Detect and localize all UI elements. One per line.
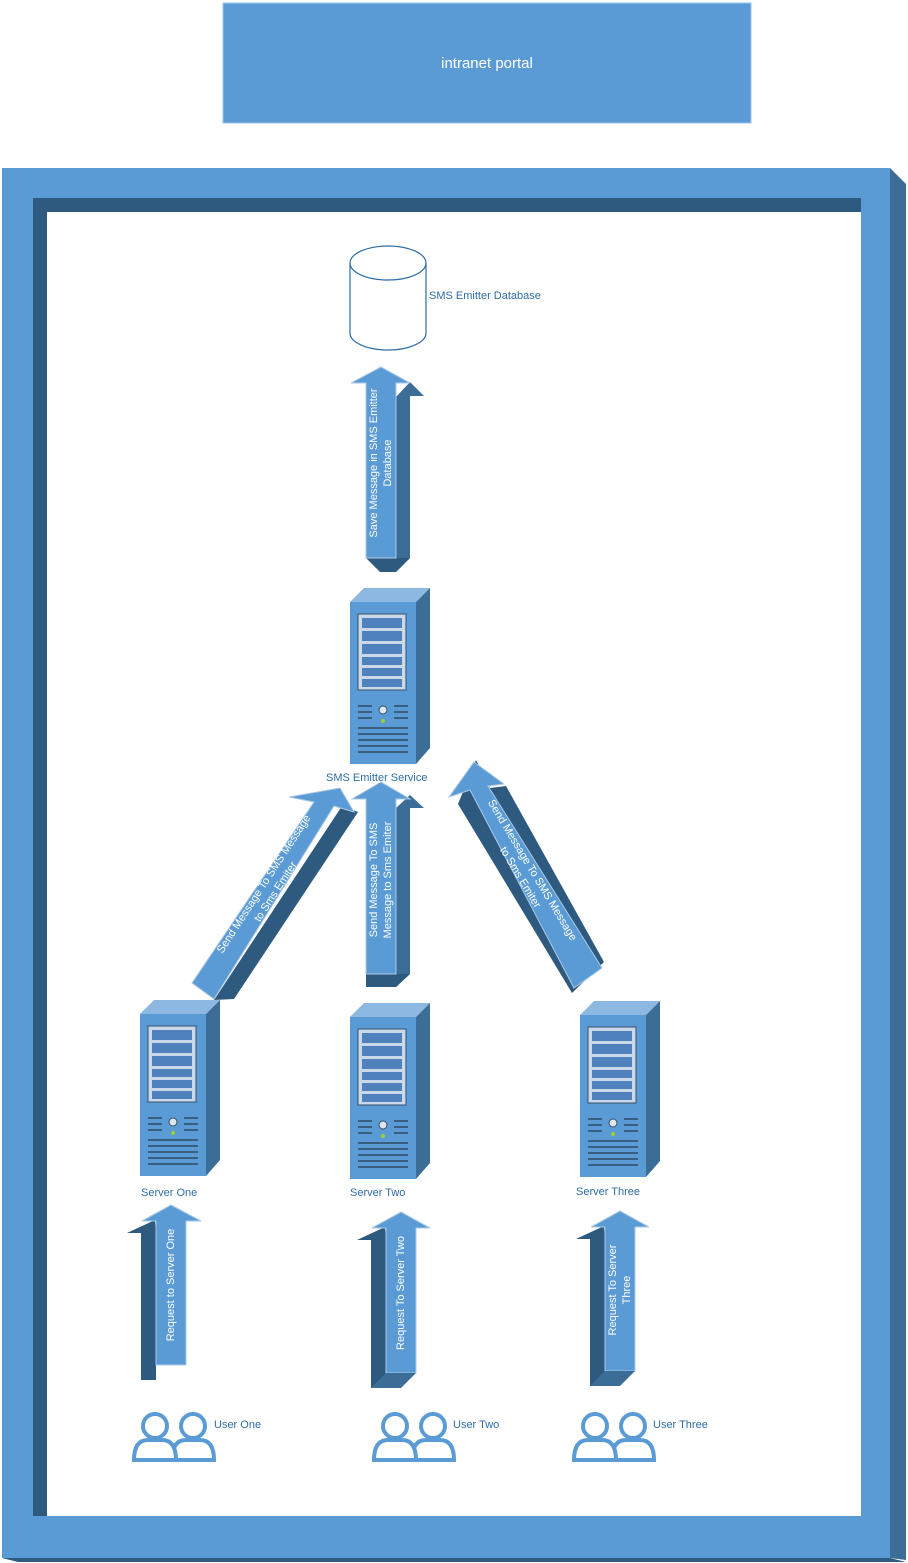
arrow-save-to-db <box>350 366 424 572</box>
arrow-user-one-request <box>127 1204 202 1380</box>
database-label: SMS Emitter Database <box>429 290 541 302</box>
arrow-server-two-to-emitter <box>350 781 424 987</box>
outer-frame <box>2 168 906 1562</box>
arrow-label-user-one: Request to Server One <box>165 1228 177 1342</box>
emitter-service-label: SMS Emitter Service <box>326 772 428 784</box>
user-two-label: User Two <box>453 1419 500 1431</box>
arrow-user-three-request <box>576 1210 650 1386</box>
arrow-label-server-two: Send Message To SMS Message to Sms Emite… <box>368 821 394 939</box>
server-two-label: Server Two <box>350 1187 406 1199</box>
intranet-portal-box <box>222 2 752 124</box>
arrow-label-save-to-db: Save Message in SMS Emitter Database <box>368 388 394 538</box>
server-one-icon <box>139 999 221 1177</box>
user-one-label: User One <box>214 1419 262 1431</box>
server-three-icon <box>579 1000 661 1178</box>
arrow-user-two-request <box>357 1211 431 1388</box>
arrow-server-three-to-emitter <box>447 760 604 993</box>
arrow-server-one-to-emitter <box>191 787 358 1000</box>
user-three-label: User Three <box>653 1419 708 1431</box>
server-one-label: Server One <box>141 1187 198 1199</box>
database-icon <box>349 245 427 351</box>
sms-emitter-server-icon <box>349 587 431 765</box>
server-two-icon <box>349 1002 431 1180</box>
arrow-label-user-three: Request To Server Three <box>607 1244 633 1336</box>
server-three-label: Server Three <box>576 1186 640 1198</box>
arrow-label-user-two: Request To Server Two <box>395 1236 407 1350</box>
